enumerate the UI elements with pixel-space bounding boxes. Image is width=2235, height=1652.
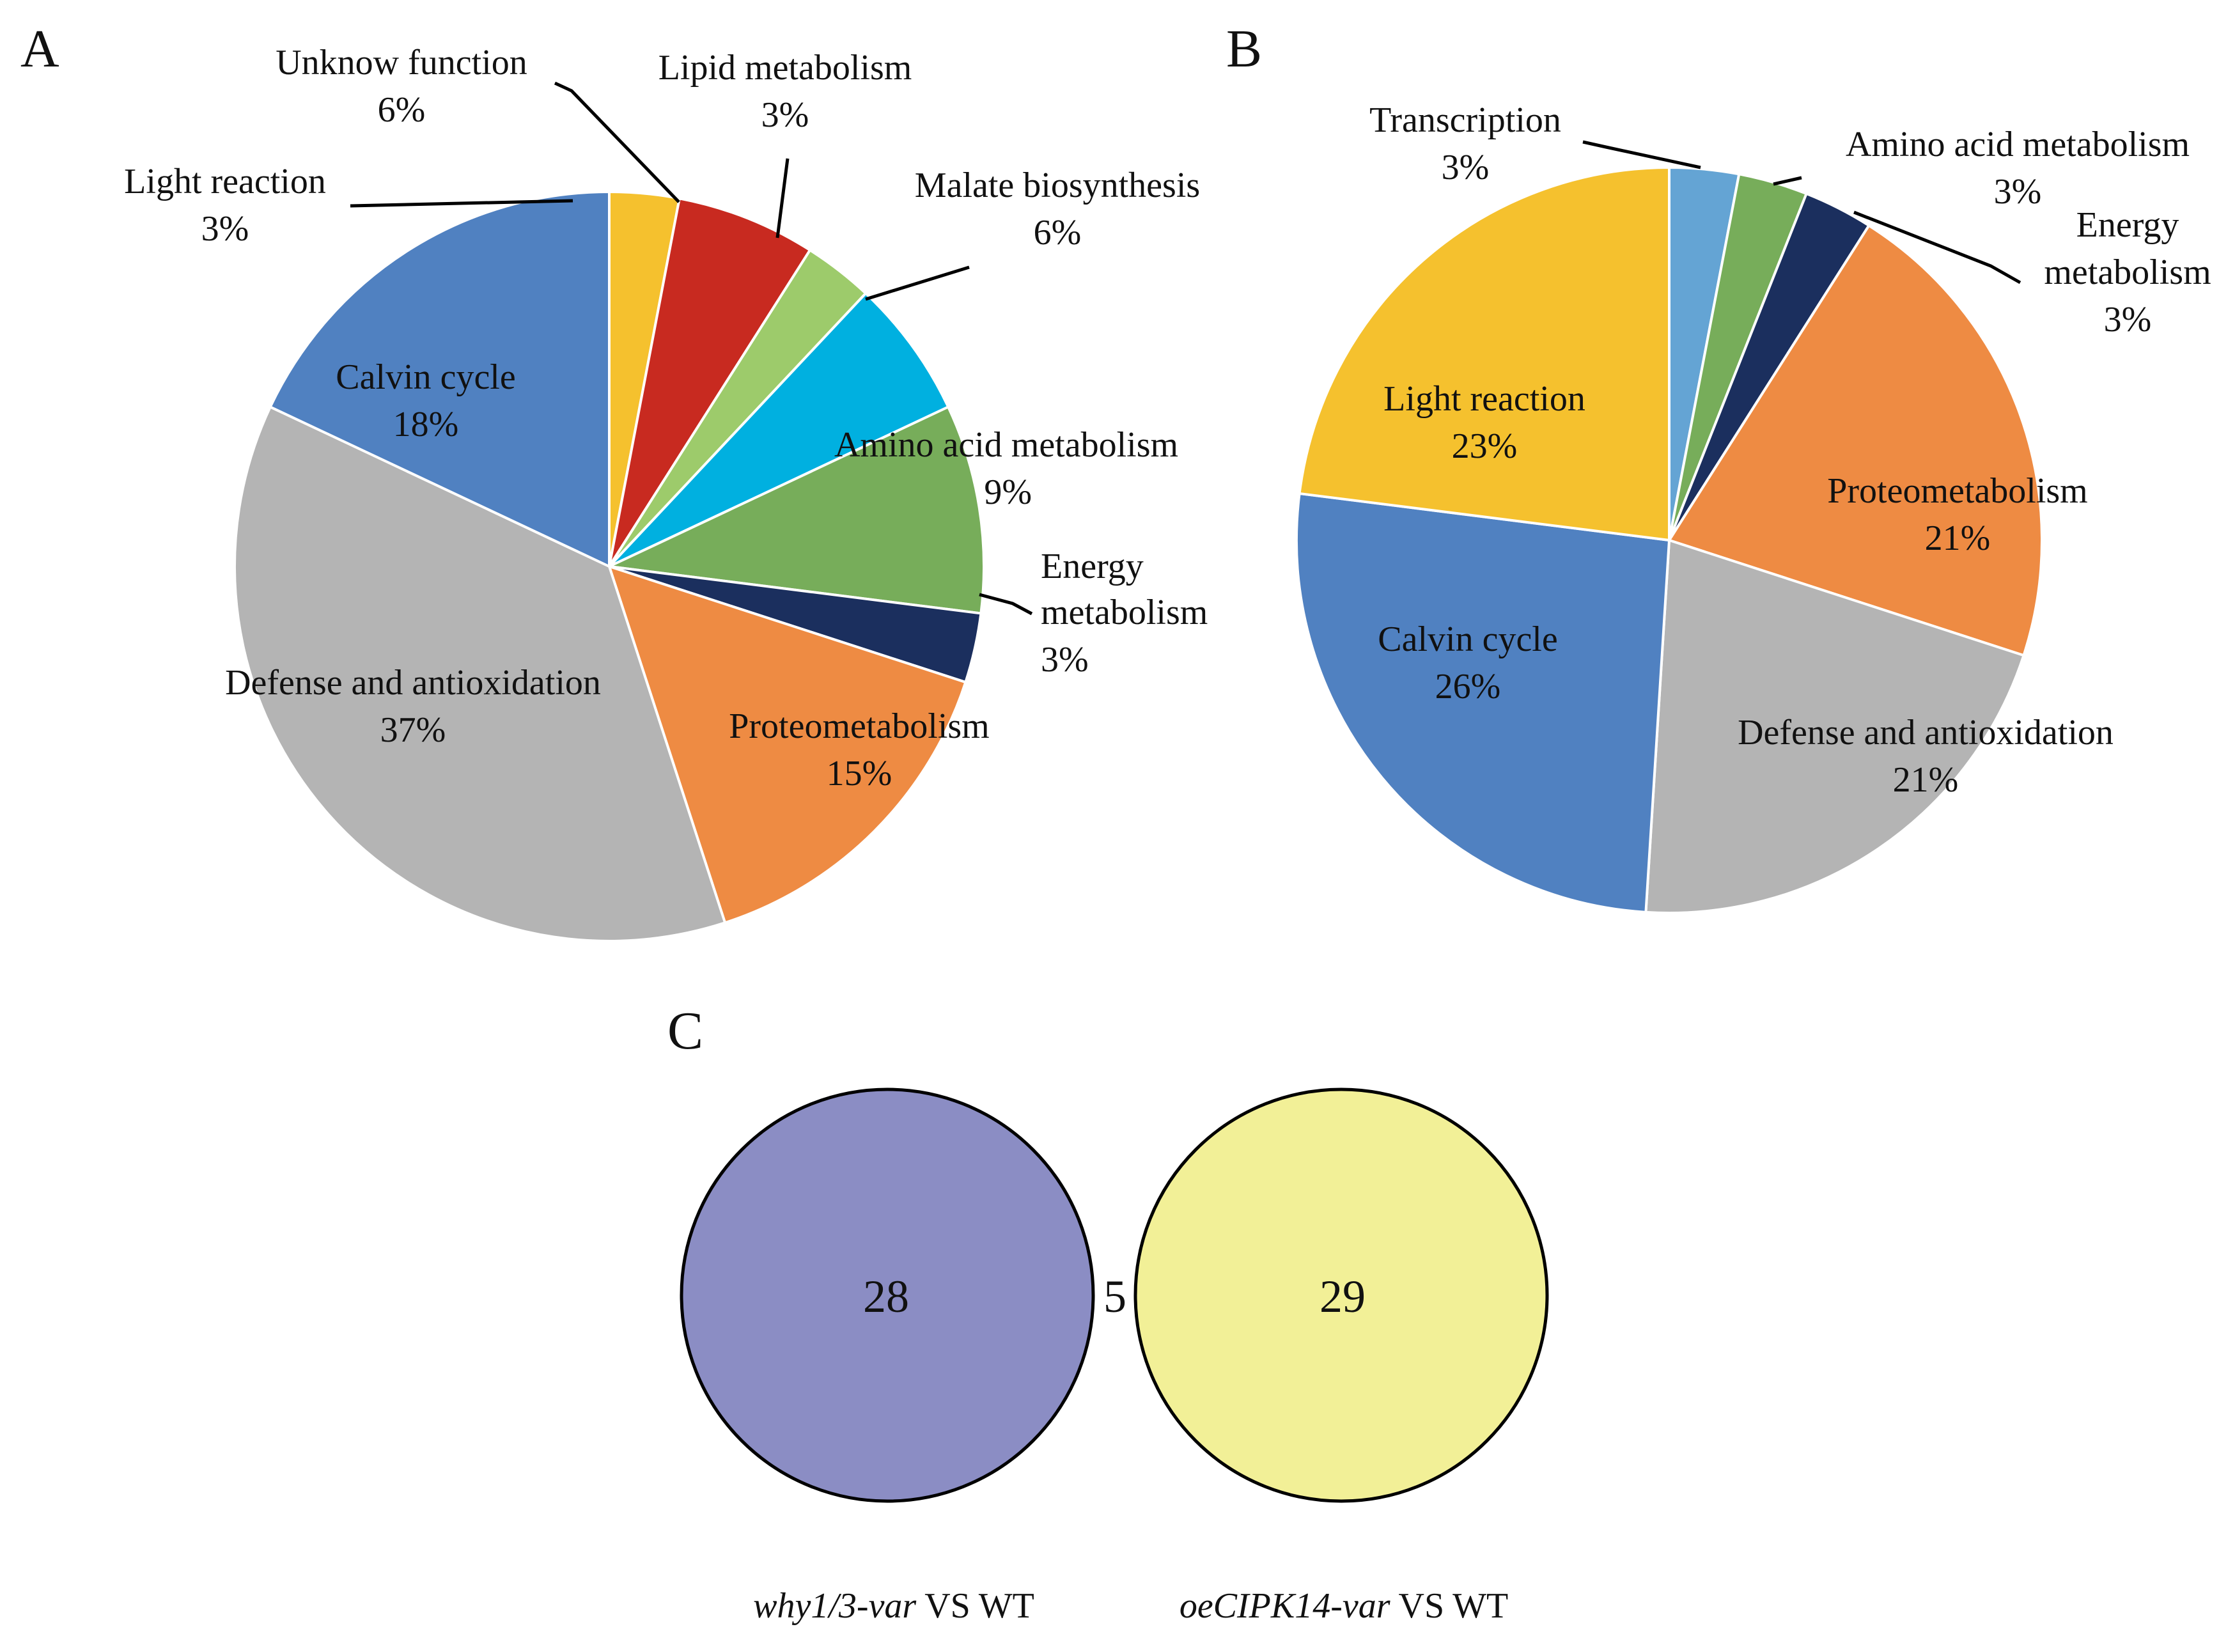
pie-b-slice-calvin-cycle xyxy=(1295,492,1671,914)
slice-label-a-metabolism: metabolism xyxy=(1041,593,1208,632)
venn-count-right-only: 29 xyxy=(1320,1271,1366,1322)
panel-letter-c: C xyxy=(667,1001,703,1061)
slice-label-a-light-reaction: Light reaction xyxy=(124,162,326,201)
slice-label-b-metabolism: metabolism xyxy=(2044,253,2211,292)
slice-label-a-proteometabolism: Proteometabolism xyxy=(729,706,990,746)
panel-letter-a: A xyxy=(20,19,59,79)
pie-a-slice-proteometabolism xyxy=(607,564,967,924)
slice-value-a-unknow-function: 6% xyxy=(378,90,426,130)
slice-label-b-energy: Energy xyxy=(2076,205,2179,245)
pie-b-slice-defense-and-antioxidation xyxy=(1644,538,2025,914)
slice-value-b-proteometabolism: 21% xyxy=(1925,518,1991,558)
slice-value-b-amino-acid-metabolism: 3% xyxy=(1994,172,2042,212)
slice-label-b-defense: Defense and antioxidation xyxy=(1738,713,2114,752)
slice-label-b-transcription: Transcription xyxy=(1369,100,1561,140)
venn-set-right xyxy=(1135,1089,1547,1501)
slice-label-b-amino-acid-metabolism: Amino acid metabolism xyxy=(1846,125,2190,164)
slice-value-b-calvin-cycle: 26% xyxy=(1435,667,1501,706)
panel-a: A Light reaction 3% Unknow function 6% L… xyxy=(20,19,1208,942)
pie-b-slice-light-reaction xyxy=(1298,166,1670,542)
slice-label-a-defense: Defense and antioxidation xyxy=(225,663,601,703)
slice-label-b-proteometabolism: Proteometabolism xyxy=(1827,471,2088,511)
leader-line-a-lipid-metabolism xyxy=(775,158,790,238)
venn-label-left-suffix: VS WT xyxy=(916,1586,1034,1626)
leader-line-b-energy-metabolism xyxy=(1853,210,2021,284)
slice-label-a-calvin-cycle: Calvin cycle xyxy=(336,357,515,397)
pie-a-slice-calvin-cycle xyxy=(269,190,611,569)
pie-b-labels: Transcription 3% Amino acid metabolism 3… xyxy=(1369,100,2211,800)
slice-label-a-malate-biosynthesis: Malate biosynthesis xyxy=(915,166,1200,205)
slice-value-a-defense: 37% xyxy=(380,710,446,750)
venn-right-outline xyxy=(1133,1087,1549,1503)
panel-b: B Transcription 3% Amino acid metabolism… xyxy=(1226,19,2211,914)
venn-count-left-only: 28 xyxy=(863,1271,909,1322)
slice-value-b-light-reaction: 23% xyxy=(1452,426,1518,466)
pie-a-labels: Light reaction 3% Unknow function 6% Lip… xyxy=(124,43,1208,793)
venn-label-right-suffix: VS WT xyxy=(1390,1586,1509,1626)
slice-value-a-amino-acid-metabolism: 9% xyxy=(984,472,1032,512)
leader-line-a-unknow-function xyxy=(554,81,680,203)
venn-label-right-name: oeCIPK14-var xyxy=(1180,1586,1390,1626)
slice-value-a-malate-biosynthesis: 6% xyxy=(1034,213,1082,253)
pie-b-slice-proteometabolism xyxy=(1667,223,2043,657)
slice-value-a-lipid-metabolism: 3% xyxy=(761,95,809,135)
venn-left-outline xyxy=(680,1087,1095,1503)
venn-label-right: oeCIPK14-var VS WT xyxy=(1180,1586,1508,1626)
leader-line-a-light-reaction xyxy=(350,199,573,208)
pie-a-leader-lines xyxy=(350,81,1033,616)
venn-label-left: why1/3-var VS WT xyxy=(753,1586,1034,1626)
leader-line-a-malate-biosynthesis xyxy=(865,265,970,301)
pie-a-slice-defense-and-antioxidation xyxy=(233,405,727,942)
slice-label-a-amino-acid-metabolism: Amino acid metabolism xyxy=(834,425,1178,465)
slice-value-b-transcription: 3% xyxy=(1442,148,1490,187)
slice-value-b-defense: 21% xyxy=(1893,760,1959,800)
slice-value-a-proteometabolism: 15% xyxy=(827,754,892,793)
leader-line-a-energy-metabolism xyxy=(979,593,1033,616)
slice-label-b-calvin-cycle: Calvin cycle xyxy=(1378,620,1557,659)
leader-line-b-amino-acid-metabolism xyxy=(1773,176,1802,186)
slice-value-a-calvin-cycle: 18% xyxy=(393,405,459,444)
venn-label-left-name: why1/3-var xyxy=(753,1586,916,1626)
slice-label-a-unknow-function: Unknow function xyxy=(276,43,527,82)
slice-value-a-light-reaction: 3% xyxy=(201,209,249,249)
leader-line-b-transcription xyxy=(1582,140,1701,169)
slice-label-a-lipid-metabolism: Lipid metabolism xyxy=(658,48,912,88)
slice-label-b-light-reaction: Light reaction xyxy=(1383,379,1585,419)
panel-letter-b: B xyxy=(1226,19,1262,79)
venn-set-left xyxy=(681,1089,1093,1501)
slice-label-a-energy: Energy xyxy=(1041,547,1144,586)
panel-c: C 28 5 29 why1/3-var VS WT oeCIPK14-var … xyxy=(667,1001,1549,1626)
pie-b-leader-lines xyxy=(1582,140,2021,284)
slice-value-b-energy-metabolism: 3% xyxy=(2104,300,2152,339)
pie-chart-a xyxy=(233,190,985,942)
venn-count-overlap: 5 xyxy=(1103,1271,1126,1322)
pie-chart-b xyxy=(1295,166,2043,914)
pie-a-slice-unknow-function xyxy=(608,197,812,568)
slice-value-a-energy-metabolism: 3% xyxy=(1041,640,1089,680)
